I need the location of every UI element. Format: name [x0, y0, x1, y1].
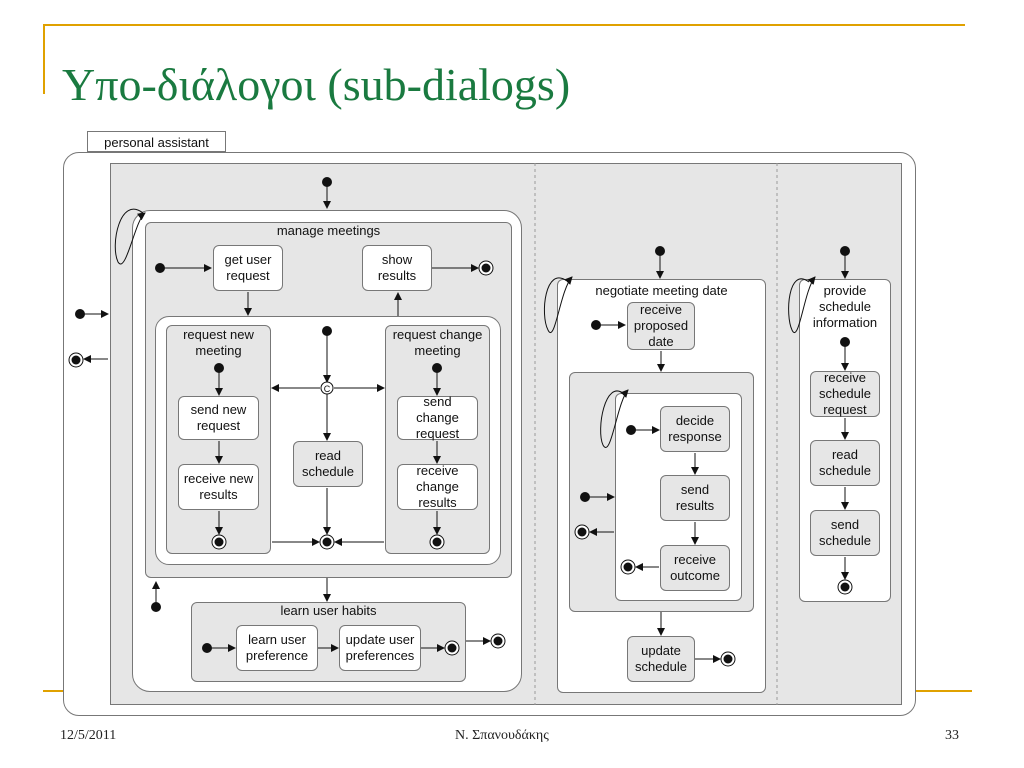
- bottom-accent-line-right: [914, 690, 972, 692]
- request-change-meeting-label: request change meeting: [392, 327, 483, 358]
- send-schedule-state: send schedule: [810, 510, 880, 556]
- slide-title: Υπο-διάλογοι (sub-dialogs): [62, 59, 571, 110]
- update-user-preferences-state: update user preferences: [339, 625, 421, 671]
- footer-page-number: 33: [945, 728, 959, 743]
- learn-user-preference-state: learn user preference: [236, 625, 318, 671]
- bottom-accent-line-left: [43, 690, 63, 692]
- left-accent-line: [43, 24, 45, 94]
- negotiate-meeting-date-label: negotiate meeting date: [595, 283, 728, 298]
- footer-date: 12/5/2011: [60, 728, 117, 743]
- top-accent-line: [43, 24, 965, 26]
- send-results-state: send results: [660, 475, 730, 521]
- receive-change-results-state: receive change results: [397, 463, 478, 510]
- get-user-request-state: get user request: [213, 245, 283, 291]
- receive-proposed-date-state: receive proposed date: [627, 302, 695, 350]
- footer-author: Ν. Σπανουδάκης: [455, 728, 549, 743]
- receive-new-results-state: receive new results: [178, 464, 259, 510]
- receive-schedule-request-state: receive schedule request: [810, 370, 880, 417]
- request-new-meeting-label: request new meeting: [183, 327, 254, 358]
- learn-user-habits-label: learn user habits: [280, 603, 377, 618]
- show-results-state: show results: [362, 245, 432, 291]
- receive-outcome-state: receive outcome: [660, 545, 730, 591]
- provide-schedule-information-label: provide schedule information: [812, 283, 878, 330]
- root-state-label: personal assistant: [87, 131, 226, 152]
- send-change-request-state: send change request: [397, 394, 478, 441]
- read-schedule-info-state: read schedule: [810, 440, 880, 486]
- update-schedule-state: update schedule: [627, 636, 695, 682]
- read-schedule-state: read schedule: [293, 441, 363, 487]
- send-new-request-state: send new request: [178, 396, 259, 440]
- manage-meetings-label: manage meetings: [276, 223, 381, 238]
- decide-response-state: decide response: [660, 406, 730, 452]
